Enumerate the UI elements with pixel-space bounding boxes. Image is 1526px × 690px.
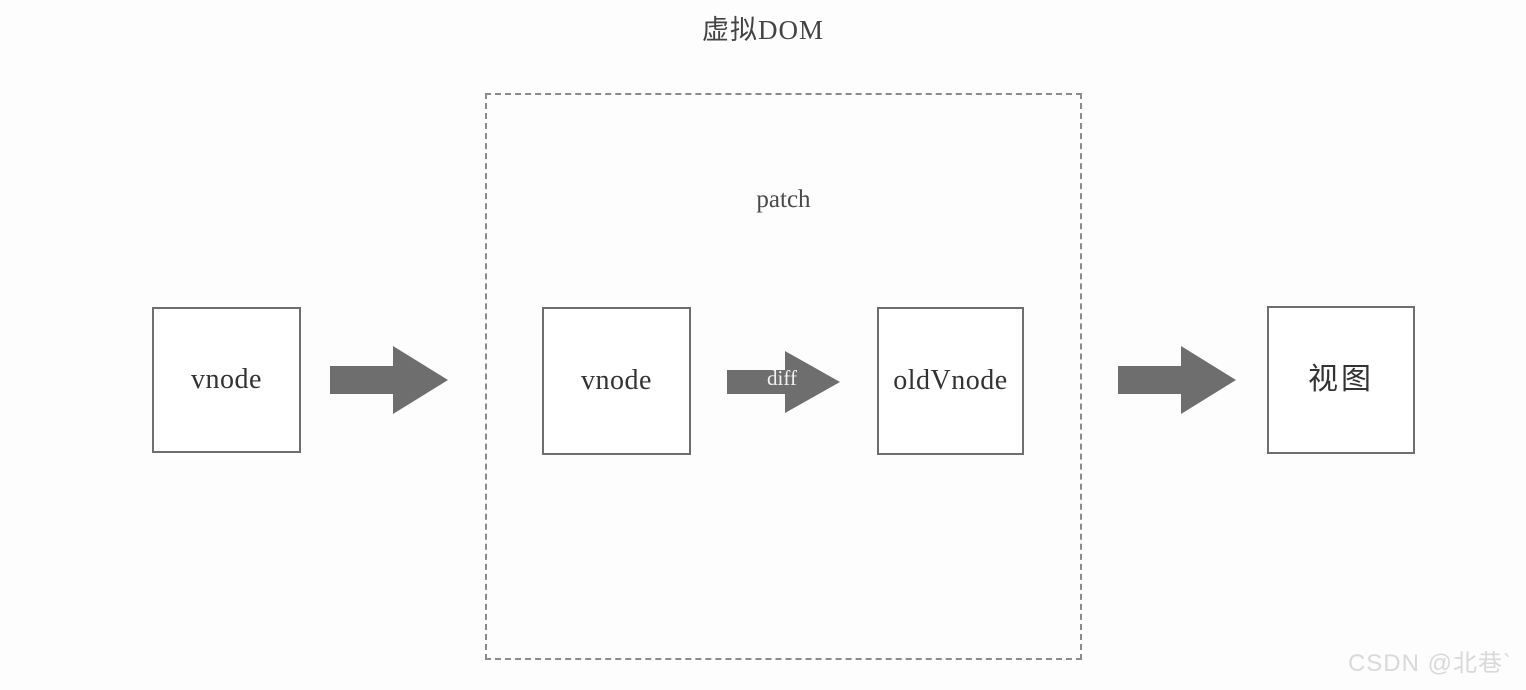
node-label-vnode-new: vnode [581,365,652,396]
watermark: CSDN @北巷` [1347,650,1512,677]
patch-group-label: patch [756,186,811,213]
arrow-right-icon-diff [727,351,840,413]
node-label-vnode-input: vnode [191,364,262,395]
node-box-oldvnode: oldVnode [877,307,1024,455]
node-label-oldvnode: oldVnode [893,365,1008,396]
node-box-vnode-new: vnode [542,307,691,455]
arrow-right-icon-1 [330,346,448,414]
node-box-view: 视图 [1267,306,1415,454]
patch-group-container [485,93,1082,660]
node-label-view: 视图 [1308,363,1374,396]
arrow-right-icon-2 [1118,346,1236,414]
node-box-vnode-input: vnode [152,307,301,453]
page-title: 虚拟DOM [701,15,824,45]
